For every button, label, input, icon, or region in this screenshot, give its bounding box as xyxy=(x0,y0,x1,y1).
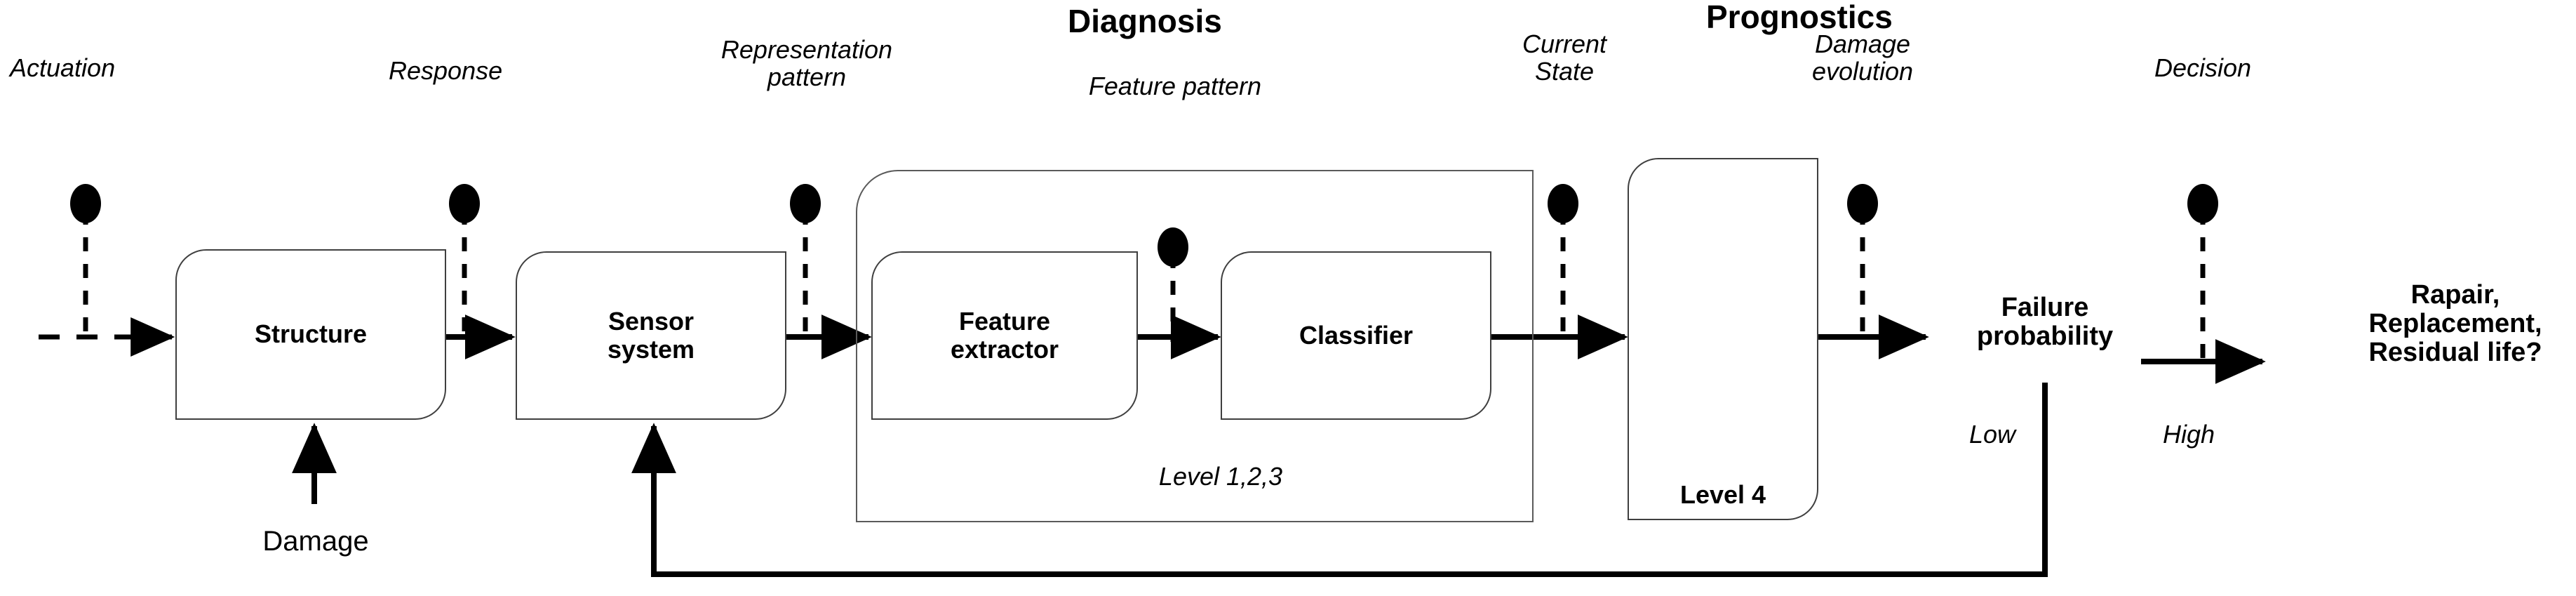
tap-dot-actuation xyxy=(70,184,101,223)
node-sensor-system[interactable]: Sensor system xyxy=(516,251,786,420)
section-title-diagnosis: Diagnosis xyxy=(1068,3,1222,39)
label-failure-probability: Failure probability xyxy=(1976,293,2114,352)
tap-dot-decision xyxy=(2187,184,2218,223)
tap-label-response: Response xyxy=(389,56,503,85)
label-low: Low xyxy=(1968,420,2016,449)
feedback-loop-to-sensor-system xyxy=(631,383,2048,577)
label-damage: Damage xyxy=(262,526,369,557)
level-123-label: Level 1,2,3 xyxy=(1158,462,1283,491)
tap-dot-representation-pattern xyxy=(790,184,821,223)
node-feature-extractor-label: Feature extractor xyxy=(950,306,1059,364)
node-structure-label: Structure xyxy=(254,319,368,349)
node-structure[interactable]: Structure xyxy=(175,249,446,420)
node-level-4[interactable]: Level 4 xyxy=(1628,158,1818,520)
tap-label-actuation: Actuation xyxy=(10,53,116,82)
node-classifier-label: Classifier xyxy=(1299,320,1414,350)
node-classifier[interactable]: Classifier xyxy=(1221,251,1491,420)
tap-dot-response xyxy=(449,184,480,223)
level-123-container xyxy=(856,170,1534,522)
node-level-4-label: Level 4 xyxy=(1679,479,1766,509)
tap-label-damage-evolution: Damage evolution xyxy=(1811,29,1914,86)
node-sensor-system-label: Sensor system xyxy=(607,306,695,364)
tap-dots xyxy=(70,184,2218,267)
label-outcome: Rapair, Replacement, Residual life? xyxy=(2368,280,2542,368)
label-high: High xyxy=(2162,420,2215,449)
tap-dot-current-state xyxy=(1548,184,1578,223)
section-title-prognostics: Prognostics xyxy=(1706,0,1893,35)
tap-label-decision: Decision xyxy=(2154,53,2252,82)
tap-label-feature-pattern: Feature pattern xyxy=(1088,72,1262,100)
node-feature-extractor[interactable]: Feature extractor xyxy=(871,251,1138,420)
tap-label-current-state: Current State xyxy=(1522,29,1607,86)
tap-dot-damage-evolution xyxy=(1847,184,1878,223)
tap-dot-feature-pattern xyxy=(1158,227,1188,267)
tap-label-representation-pattern: Representation pattern xyxy=(720,35,893,91)
